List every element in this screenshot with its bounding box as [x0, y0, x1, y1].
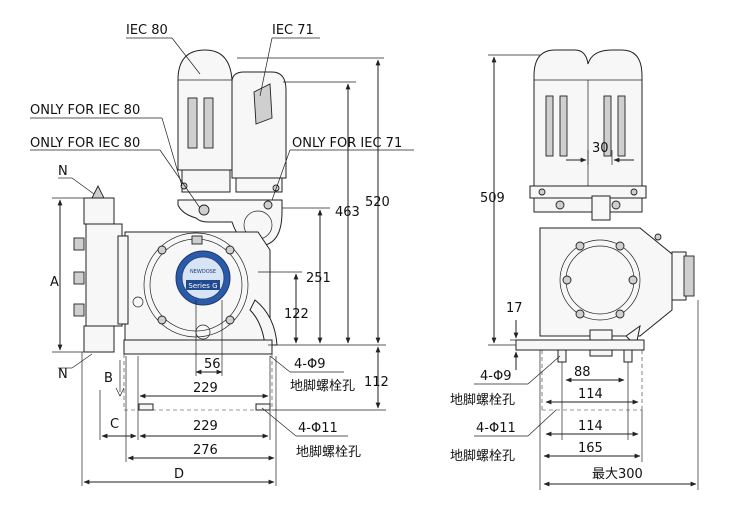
dim-b: B	[104, 371, 113, 386]
side-dim-30: 30	[592, 141, 609, 156]
dim-d: D	[174, 467, 184, 482]
label-iec80: IEC 80	[126, 23, 168, 38]
front-horizontal-dims: 56 229 229 C 276 D B	[81, 300, 277, 486]
side-dim-max300: 最大300	[592, 467, 643, 482]
side-dim-165: 165	[578, 441, 603, 456]
label-only-iec80-a: ONLY FOR IEC 80	[30, 103, 140, 118]
label-iec71: IEC 71	[272, 23, 314, 38]
badge-series: Series G	[188, 282, 217, 290]
side-dim-509: 509	[480, 191, 505, 206]
n-leaders: N N	[58, 164, 95, 382]
side-hole-11-note: 地脚螺栓孔	[450, 448, 515, 464]
dim-112: 112	[364, 375, 389, 390]
front-hole-9: 4-Φ9	[294, 357, 325, 372]
dim-56: 56	[204, 357, 221, 372]
label-only-iec71: ONLY FOR IEC 71	[292, 136, 402, 151]
side-dim-17: 17	[506, 301, 523, 316]
dim-463: 463	[335, 205, 360, 220]
base-frame	[115, 339, 273, 411]
label-n-top: N	[58, 164, 68, 179]
side-hole-callouts: 4-Φ9 地脚螺栓孔 4-Φ11 地脚螺栓孔	[450, 355, 561, 464]
front-hole-callouts: 4-Φ9 地脚螺栓孔 4-Φ11 地脚螺栓孔	[261, 355, 361, 460]
side-body	[539, 227, 695, 357]
pump-head	[73, 184, 129, 353]
front-hole-11: 4-Φ11	[298, 421, 338, 436]
dim-520: 520	[365, 195, 390, 210]
side-dim-88: 88	[574, 365, 591, 380]
side-vertical-dims: 509 17	[480, 54, 540, 370]
side-hole-9: 4-Φ9	[480, 369, 511, 384]
side-view: 509 17 30 88 114 114	[450, 49, 699, 490]
series-badge: NEWDOSE Series G	[175, 250, 231, 306]
dim-a-group: A	[50, 197, 84, 353]
motor-iec71	[231, 71, 287, 193]
side-motor	[529, 49, 647, 221]
side-dim-30-group: 30	[566, 141, 634, 165]
front-hole-11-note: 地脚螺栓孔	[296, 444, 361, 460]
side-dim-114-b: 114	[578, 419, 603, 434]
front-hole-9-note: 地脚螺栓孔	[290, 378, 355, 394]
dim-122: 122	[284, 307, 309, 322]
dim-251: 251	[306, 271, 331, 286]
label-n-bottom: N	[58, 367, 68, 382]
side-dim-114-a: 114	[578, 387, 603, 402]
dim-229-a: 229	[193, 381, 218, 396]
dim-a: A	[50, 275, 59, 290]
front-callouts: IEC 80 IEC 71 ONLY FOR IEC 80 ONLY FOR I…	[30, 23, 414, 209]
label-only-iec80-b: ONLY FOR IEC 80	[30, 136, 140, 151]
badge-brand: NEWDOSE	[190, 269, 216, 275]
dim-276: 276	[193, 443, 218, 458]
side-hole-11: 4-Φ11	[476, 421, 516, 436]
dim-229-b: 229	[193, 419, 218, 434]
dim-c: C	[110, 417, 119, 432]
front-view: NEWDOSE Series G	[30, 23, 414, 486]
front-vertical-dims: 520 463 251 122 112	[237, 57, 390, 411]
motor-iec80	[177, 49, 233, 193]
side-hole-9-note: 地脚螺栓孔	[450, 392, 515, 408]
side-horizontal-dims: 88 114 114 165 最大300	[539, 300, 699, 490]
